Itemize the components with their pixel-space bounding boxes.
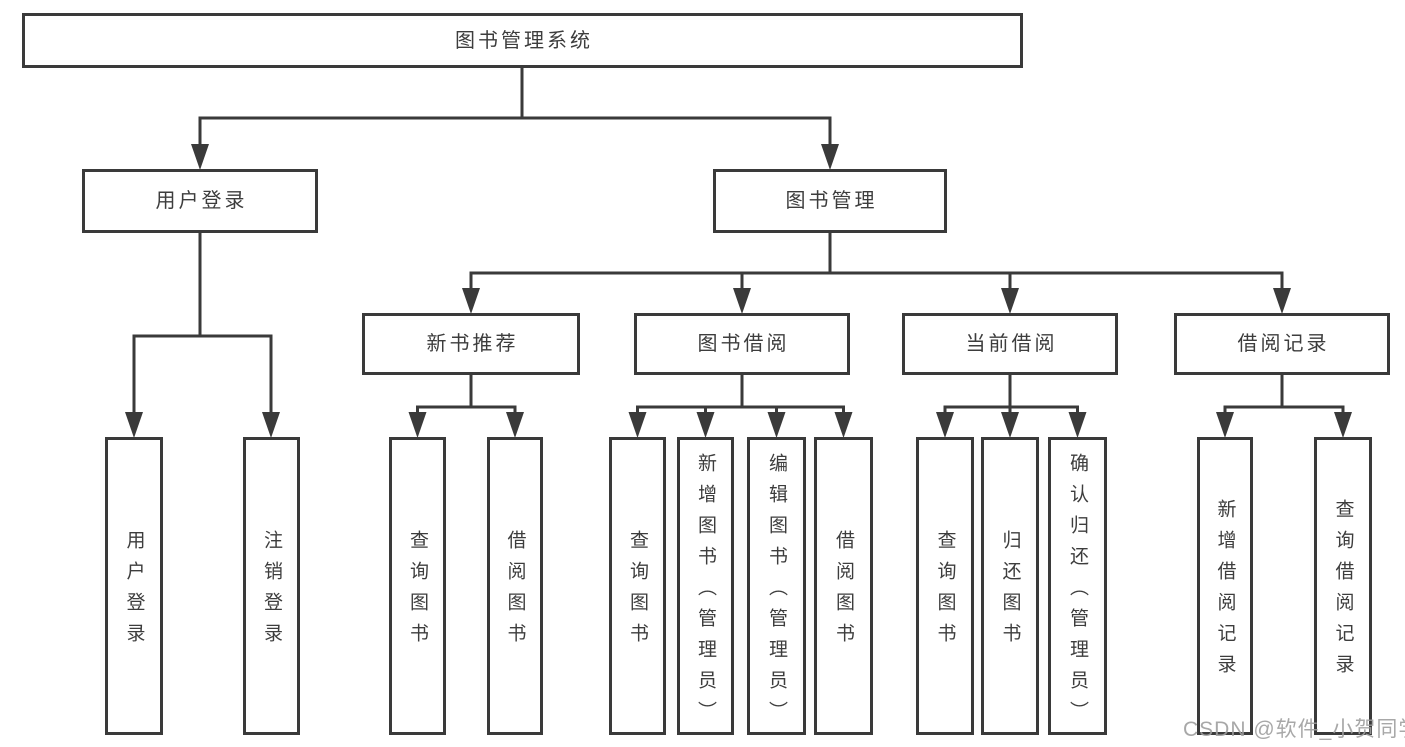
node-leaf-borrow-books-rec: 借阅图书 — [487, 437, 543, 735]
arrowhead — [1001, 288, 1019, 314]
node-leaf-confirm-return-admin: 确认归还（管理员） — [1048, 437, 1107, 735]
node-leaf-add-borrow-record: 新增借阅记录 — [1197, 437, 1253, 735]
connector-bookborrow-to-leaves — [636, 375, 845, 416]
node-leaf-query-books-borrow: 查询图书 — [609, 437, 666, 735]
node-leaf-query-books-rec: 查询图书 — [389, 437, 446, 735]
node-current-borrowing: 当前借阅 — [902, 313, 1118, 375]
connector-userlogin-to-leaves — [132, 233, 273, 416]
arrowhead — [1068, 412, 1087, 438]
arrowhead — [262, 412, 280, 438]
arrowhead — [506, 412, 524, 438]
arrowhead — [733, 288, 751, 314]
node-leaf-user-login: 用户登录 — [105, 437, 163, 735]
arrowhead — [462, 288, 480, 314]
arrowhead — [696, 412, 715, 438]
node-leaf-query-books-current: 查询图书 — [916, 437, 974, 735]
arrowhead — [834, 412, 853, 438]
arrowhead — [628, 412, 647, 438]
node-book-management-group: 图书管理 — [713, 169, 947, 233]
connector-root-to-level2 — [198, 68, 832, 150]
arrowhead — [1334, 412, 1352, 438]
arrowhead — [191, 144, 209, 170]
node-borrowing-records: 借阅记录 — [1174, 313, 1390, 375]
arrowhead — [821, 144, 839, 170]
node-user-login-group: 用户登录 — [82, 169, 318, 233]
arrowhead — [767, 412, 786, 438]
node-new-book-recommendation: 新书推荐 — [362, 313, 580, 375]
arrowhead — [1216, 412, 1234, 438]
node-leaf-return-books: 归还图书 — [981, 437, 1039, 735]
connector-newbookrec-to-leaves — [416, 375, 517, 416]
arrowhead — [1001, 412, 1019, 438]
node-leaf-add-books-admin: 新增图书（管理员） — [677, 437, 734, 735]
arrowhead — [125, 412, 143, 438]
node-leaf-borrow-books: 借阅图书 — [814, 437, 873, 735]
node-leaf-edit-books-admin: 编辑图书（管理员） — [747, 437, 806, 735]
connector-borrowrecords-to-leaves — [1223, 375, 1345, 416]
watermark: CSDN @软件_小贺同学 — [1183, 718, 1405, 741]
arrowhead — [936, 412, 954, 438]
node-root: 图书管理系统 — [22, 13, 1023, 68]
arrowhead — [1273, 288, 1291, 314]
node-leaf-logout: 注销登录 — [243, 437, 300, 735]
connector-bookmgmt-to-level3 — [469, 233, 1284, 293]
node-leaf-query-borrow-record: 查询借阅记录 — [1314, 437, 1372, 735]
node-book-borrowing: 图书借阅 — [634, 313, 850, 375]
arrowhead — [408, 412, 427, 438]
connector-currentborrow-to-leaves — [943, 375, 1079, 416]
